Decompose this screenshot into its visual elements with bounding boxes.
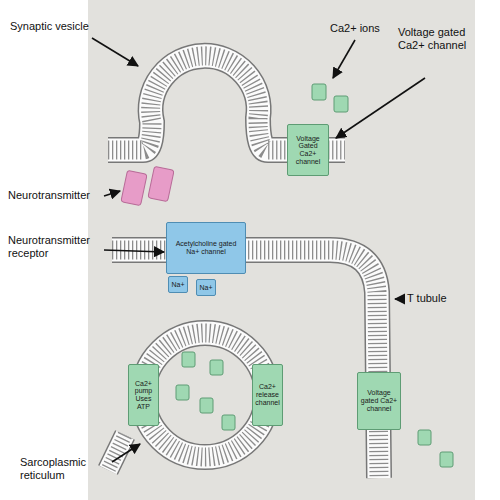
- channel-band: Voltage Gated Ca2+ channel: [287, 124, 329, 176]
- part-label: T tubule: [407, 292, 467, 305]
- node-text: Na+: [199, 284, 212, 292]
- channel-band: Ca2+ release channel: [252, 364, 283, 426]
- node-text: Voltage gated Ca2+ channel: [360, 389, 398, 412]
- node-text: Ca2+ release channel: [255, 383, 280, 406]
- part-label: Neurotransmitter receptor: [8, 234, 103, 260]
- receptor-box: Acetylcholine gated Na+ channel: [166, 222, 246, 274]
- node-text: Ca2+ pump Uses ATP: [131, 380, 156, 411]
- neurotransmitter-pieces: [121, 166, 174, 205]
- pump-band: Ca2+ pump Uses ATP: [128, 364, 159, 426]
- channel-band: Voltage gated Ca2+ channel: [357, 372, 401, 430]
- part-label: Ca2+ ions: [330, 22, 400, 35]
- leader-arrows: [92, 38, 425, 462]
- node-text: Voltage Gated Ca2+ channel: [290, 135, 326, 166]
- calcium-ions: [176, 84, 453, 467]
- node-text: Acetylcholine gated Na+ channel: [169, 240, 243, 255]
- ion-cube: Na+: [168, 276, 188, 293]
- part-label: Synaptic vesicle: [10, 20, 95, 33]
- ion-cube: Na+: [196, 279, 216, 296]
- part-label: Voltage gated Ca2+ channel: [398, 26, 476, 52]
- part-label: Neurotransmitter: [8, 189, 103, 202]
- photo-ground: [88, 0, 475, 500]
- part-label: Sarcoplasmic reticulum: [20, 456, 112, 482]
- muscle-membrane: [112, 250, 379, 478]
- node-text: Na+: [171, 281, 184, 289]
- sarcoplasmic-reticulum: [108, 333, 267, 470]
